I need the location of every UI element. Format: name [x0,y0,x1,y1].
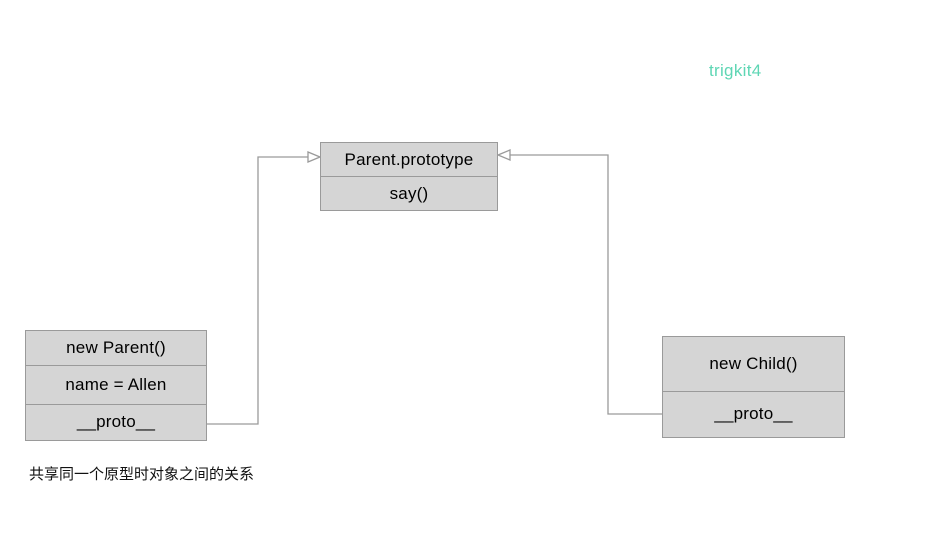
box-new-parent-title: new Parent() [66,338,166,358]
arrowhead-open-triangle-left [496,149,511,161]
box-new-parent[interactable]: new Parent() name = Allen __proto__ [25,330,207,441]
box-new-child-title: new Child() [709,353,798,373]
box-parent-prototype-member-say: say() [321,176,497,210]
diagram-caption: 共享同一个原型时对象之间的关系 [29,465,255,483]
box-new-parent-member-proto: __proto__ [26,403,206,440]
box-new-child-member-proto: __proto__ [663,390,844,437]
connector-child-proto-to-prototype [496,149,662,415]
box-new-child[interactable]: new Child() __proto__ [662,336,845,438]
box-parent-prototype[interactable]: Parent.prototype say() [320,142,498,211]
connector-parent-proto-to-prototype [207,151,322,425]
watermark-label: trigkit4 [709,61,762,80]
box-new-parent-member-name: name = Allen [26,365,206,403]
box-parent-prototype-title: Parent.prototype [344,149,474,169]
arrowhead-open-triangle-right [307,151,322,163]
